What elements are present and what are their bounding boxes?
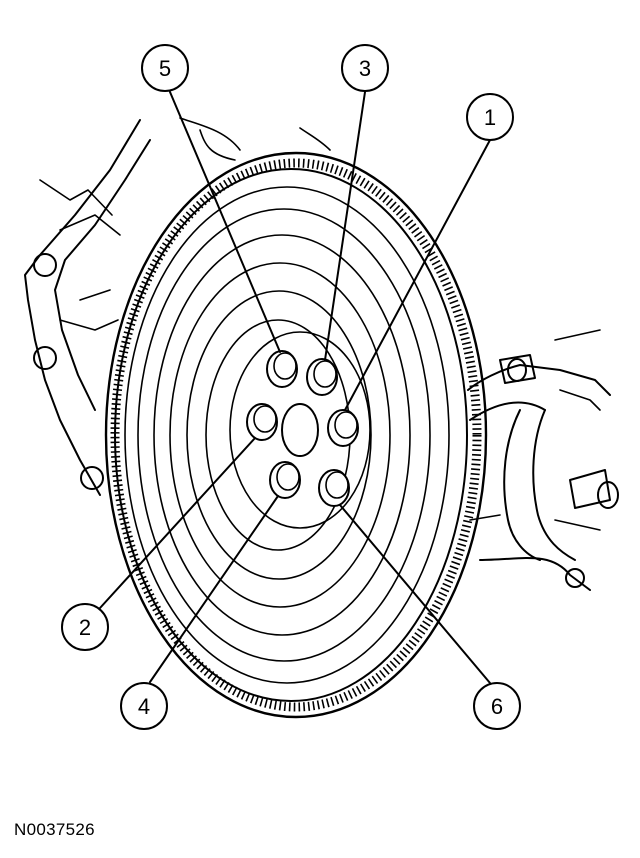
callout-4: 4: [120, 682, 168, 730]
callout-label-6: 6: [491, 694, 503, 719]
bolt-3: [306, 358, 338, 396]
flywheel: [104, 151, 488, 719]
leader-line-6: [339, 504, 491, 684]
callout-2: 2: [61, 603, 109, 651]
callout-label-1: 1: [484, 105, 496, 130]
leader-line-4: [149, 495, 279, 683]
callout-3: 3: [341, 44, 389, 92]
callout-label-5: 5: [159, 56, 171, 81]
leader-line-3: [324, 91, 366, 361]
leader-line-1: [344, 139, 491, 411]
bolt-6: [318, 469, 350, 507]
callout-label-2: 2: [79, 615, 91, 640]
bolt-5: [266, 350, 298, 388]
callout-5: 5: [141, 44, 189, 92]
leader-lines: [99, 91, 491, 684]
bolt-4: [269, 461, 301, 499]
callout-6: 6: [473, 682, 521, 730]
flywheel-bolts: [246, 350, 359, 507]
bolt-2: [246, 403, 278, 441]
callout-label-4: 4: [138, 694, 150, 719]
callout-label-3: 3: [359, 56, 371, 81]
reference-code: N0037526: [14, 820, 95, 839]
leader-line-5: [169, 91, 281, 353]
bolt-1: [327, 409, 359, 447]
leader-line-2: [99, 437, 256, 609]
engine-block-outline: [24, 117, 331, 496]
callout-1: 1: [466, 93, 514, 141]
mounting-bracket-outline: [467, 329, 619, 591]
